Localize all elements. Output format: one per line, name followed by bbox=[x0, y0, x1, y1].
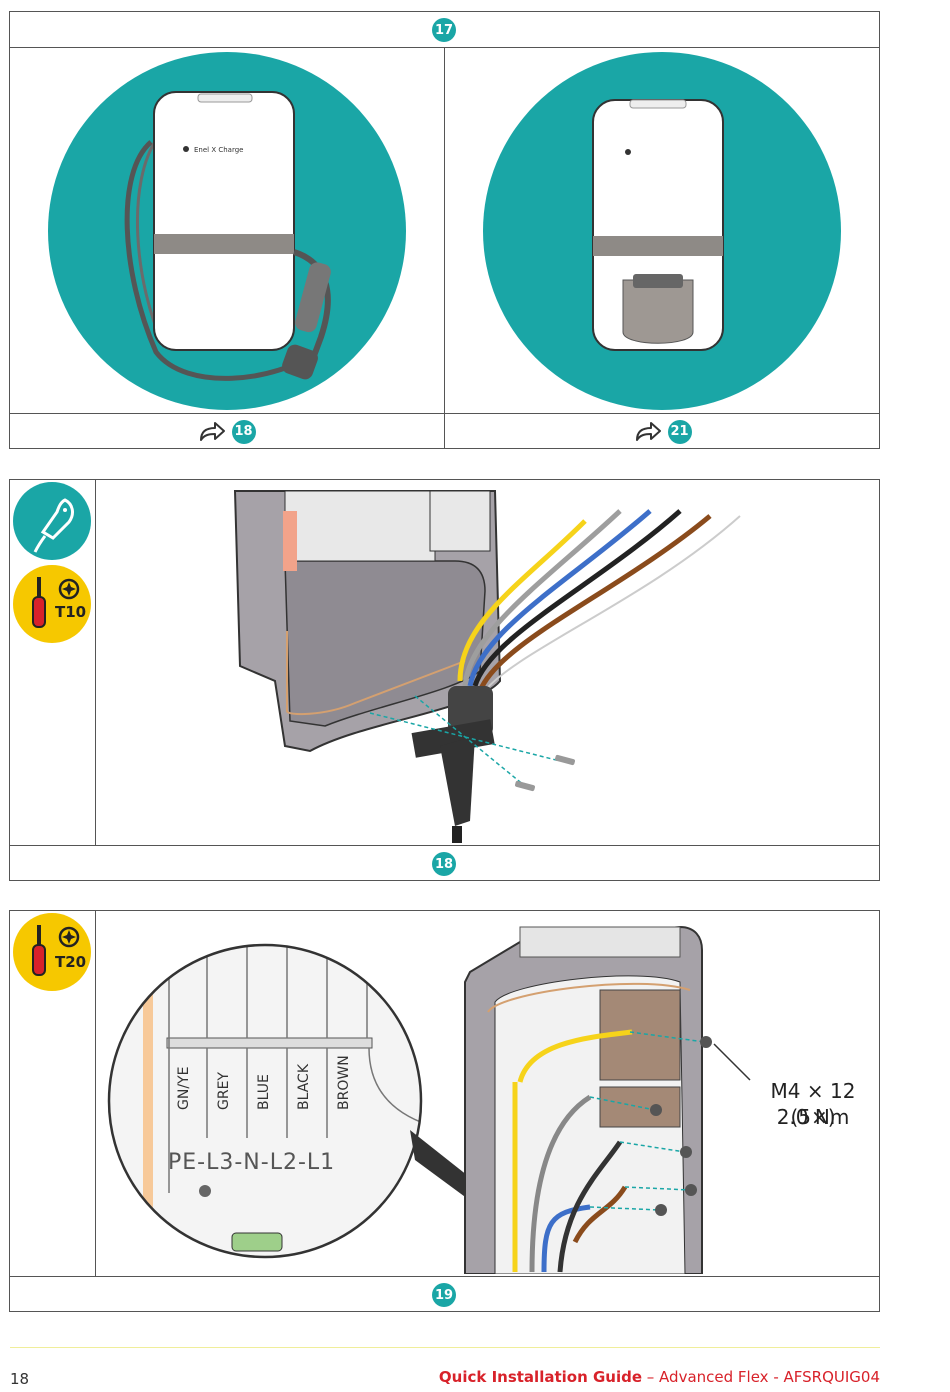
goto-step-21[interactable]: 21 bbox=[445, 414, 880, 449]
panel2-footer-divider bbox=[9, 845, 880, 846]
footer-subtitle: – Advanced Flex - AFSRQUIG04 bbox=[642, 1368, 880, 1386]
charger-with-socket-illustration bbox=[483, 52, 841, 410]
terminal-wiring-illustration bbox=[464, 925, 712, 1274]
step-19-label-badge: 19 bbox=[432, 1283, 456, 1307]
wire-label-grey: GREY bbox=[216, 1072, 232, 1110]
footer-title: Quick Installation Guide bbox=[438, 1368, 643, 1386]
terminal-order-label: PE-L3-N-L2-L1 bbox=[168, 1150, 336, 1175]
brand-text: Enel X Charge bbox=[194, 146, 243, 154]
step-18-label-badge: 18 bbox=[432, 852, 456, 876]
charging-cable-tool-circle bbox=[13, 482, 91, 560]
screw-spec-line1: M4 × 12 (5×) bbox=[770, 1079, 856, 1129]
wire-label-brown: BROWN bbox=[336, 1055, 352, 1110]
wire-label-blue: BLUE bbox=[256, 1074, 272, 1110]
screwdriver-icon bbox=[32, 925, 80, 976]
torx-t10-tool-circle bbox=[13, 565, 91, 643]
step-17-badge: 17 bbox=[432, 18, 456, 42]
step-18-badge: 18 bbox=[231, 419, 256, 444]
wire-label-black: BLACK bbox=[296, 1063, 312, 1110]
panel3-tool-column-divider bbox=[95, 910, 96, 1276]
charger-with-cable-illustration: Enel X Charge bbox=[48, 52, 406, 410]
panel2-tool-column-divider bbox=[95, 479, 96, 845]
panel1-center-divider bbox=[444, 47, 445, 449]
screw-spec-line2: 2.0 Nm bbox=[776, 1105, 850, 1129]
screw-spec-callout-line bbox=[713, 1043, 751, 1081]
goto-step-18[interactable]: 18 bbox=[9, 414, 444, 449]
step-21-badge: 21 bbox=[667, 419, 692, 444]
panel3-footer-divider bbox=[9, 1276, 880, 1277]
tool-label-t10: T10 bbox=[55, 603, 87, 621]
screwdriver-icon bbox=[32, 577, 80, 628]
torx-t20-tool-circle bbox=[13, 913, 91, 991]
page-number: 18 bbox=[10, 1370, 30, 1388]
tool-label-t20: T20 bbox=[55, 953, 87, 971]
terminal-detail-magnifier bbox=[107, 943, 423, 1259]
redirect-arrow-icon bbox=[199, 421, 225, 441]
redirect-arrow-icon bbox=[635, 421, 661, 441]
ev-plug-icon bbox=[33, 498, 74, 553]
cable-gland-installation-illustration bbox=[233, 490, 741, 843]
footer-divider bbox=[10, 1347, 880, 1348]
footer-doc-info: Quick Installation Guide – Advanced Flex… bbox=[439, 1368, 880, 1386]
wire-label-gnye: GN/YE bbox=[176, 1066, 192, 1110]
